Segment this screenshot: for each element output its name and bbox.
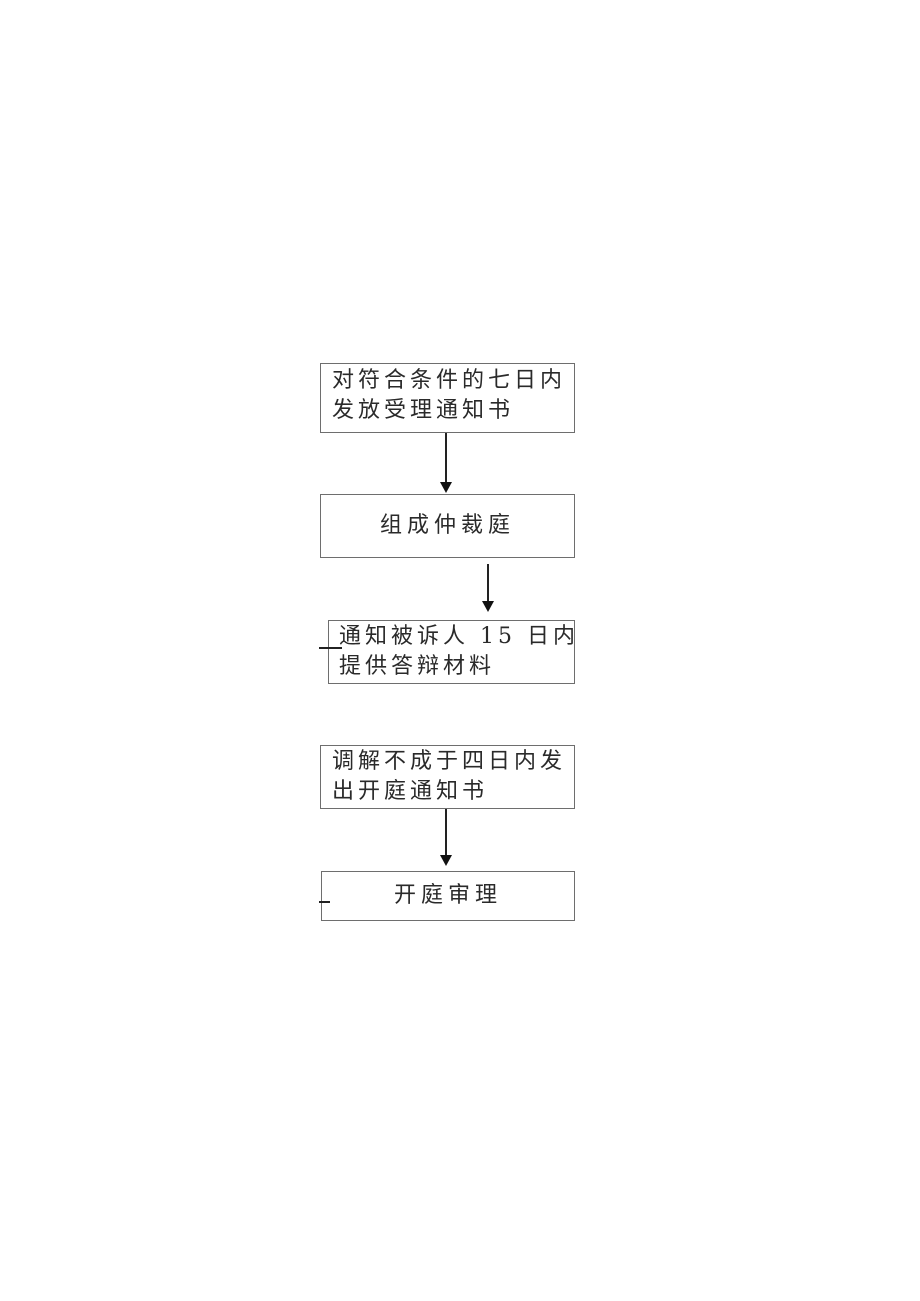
node-text-line: 发放受理通知书 [332, 398, 515, 423]
flow-node-issue-acceptance-notice: 对符合条件的七日内 发放受理通知书 [320, 363, 575, 433]
node-text-line: 对符合条件的七日内 [332, 368, 567, 393]
node-text-line: 开庭审理 [393, 883, 502, 908]
node-text-line: 组成仲裁庭 [379, 513, 515, 538]
node-text-line: 调解不成于四日内发 [332, 749, 567, 774]
arrow-down-icon [440, 809, 452, 866]
flow-node-issue-hearing-notice: 调解不成于四日内发 出开庭通知书 [320, 745, 575, 809]
node-text-line: 出开庭通知书 [332, 779, 489, 804]
arrow-down-icon [440, 433, 452, 493]
flow-node-court-hearing: 开庭审理 [321, 871, 575, 921]
node-text-line: 提供答辩材料 [339, 654, 496, 679]
connector-stub [319, 647, 342, 649]
node-text-line: 通知被诉人 15 日内 [339, 624, 579, 649]
flow-node-form-tribunal: 组成仲裁庭 [320, 494, 575, 558]
arrow-down-icon [482, 564, 494, 612]
flow-node-notify-respondent: 通知被诉人 15 日内 提供答辩材料 [328, 620, 575, 684]
connector-stub [319, 901, 330, 903]
